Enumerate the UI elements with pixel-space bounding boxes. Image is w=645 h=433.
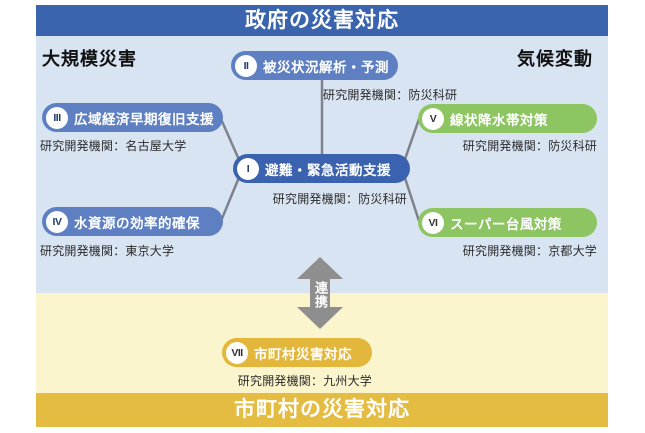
cooperation-label: 連携 [313,281,328,309]
node-water-resources: IV 水資源の効率的確保 [42,207,223,236]
agency-caption: 研究開発機関：京都大学 [462,244,597,258]
node-label: 避難・緊急活動支援 [265,162,391,178]
node-label: 被災状況解析・予測 [263,59,389,75]
line-node3-to-node1 [219,117,242,164]
numeral-badge: I [237,157,259,180]
node-damage-analysis: II 被災状況解析・予測 [231,51,398,80]
numeral-badge: VII [226,341,248,364]
large-scale-disaster-label: 大規模災害 [42,49,137,69]
node-super-typhoon: VI スーパー台風対策 [418,208,597,237]
agency-caption: 研究開発機関：防災科研 [272,192,407,206]
node-label: 広域経済早期復旧支援 [74,111,214,127]
node-label: 線状降水帯対策 [450,112,548,128]
agency-caption: 研究開発機関：名古屋大学 [40,139,187,153]
line-node4-to-node1 [219,173,242,223]
node-label: 水資源の効率的確保 [74,215,200,231]
agency-caption: 研究開発機関：九州大学 [237,374,372,388]
government-response-banner: 政府の災害対応 [36,5,608,36]
numeral-badge: VI [422,211,444,234]
numeral-badge: V [422,107,444,130]
line-node5-to-node1 [402,117,421,164]
node-label: スーパー台風対策 [450,216,562,232]
node-municipal-response: VII 市町村災害対応 [222,338,372,367]
numeral-badge: II [235,54,257,77]
cooperation-arrow-icon [297,257,343,329]
node-economic-recovery: III 広域経済早期復旧支援 [42,103,223,132]
node-rainband-countermeasures: V 線状降水帯対策 [418,104,597,133]
numeral-badge: IV [46,210,68,233]
numeral-badge: III [46,106,68,129]
node-evacuation-support: I 避難・緊急活動支援 [233,154,410,183]
node-label: 市町村災害対応 [254,346,352,362]
agency-caption: 研究開発機関：防災科研 [462,139,597,153]
municipality-response-banner: 市町村の災害対応 [36,393,608,427]
line-node6-to-node1 [402,173,421,223]
climate-change-label: 気候変動 [517,49,593,69]
agency-caption: 研究開発機関：東京大学 [40,244,175,258]
agency-caption: 研究開発機関：防災科研 [323,88,458,102]
